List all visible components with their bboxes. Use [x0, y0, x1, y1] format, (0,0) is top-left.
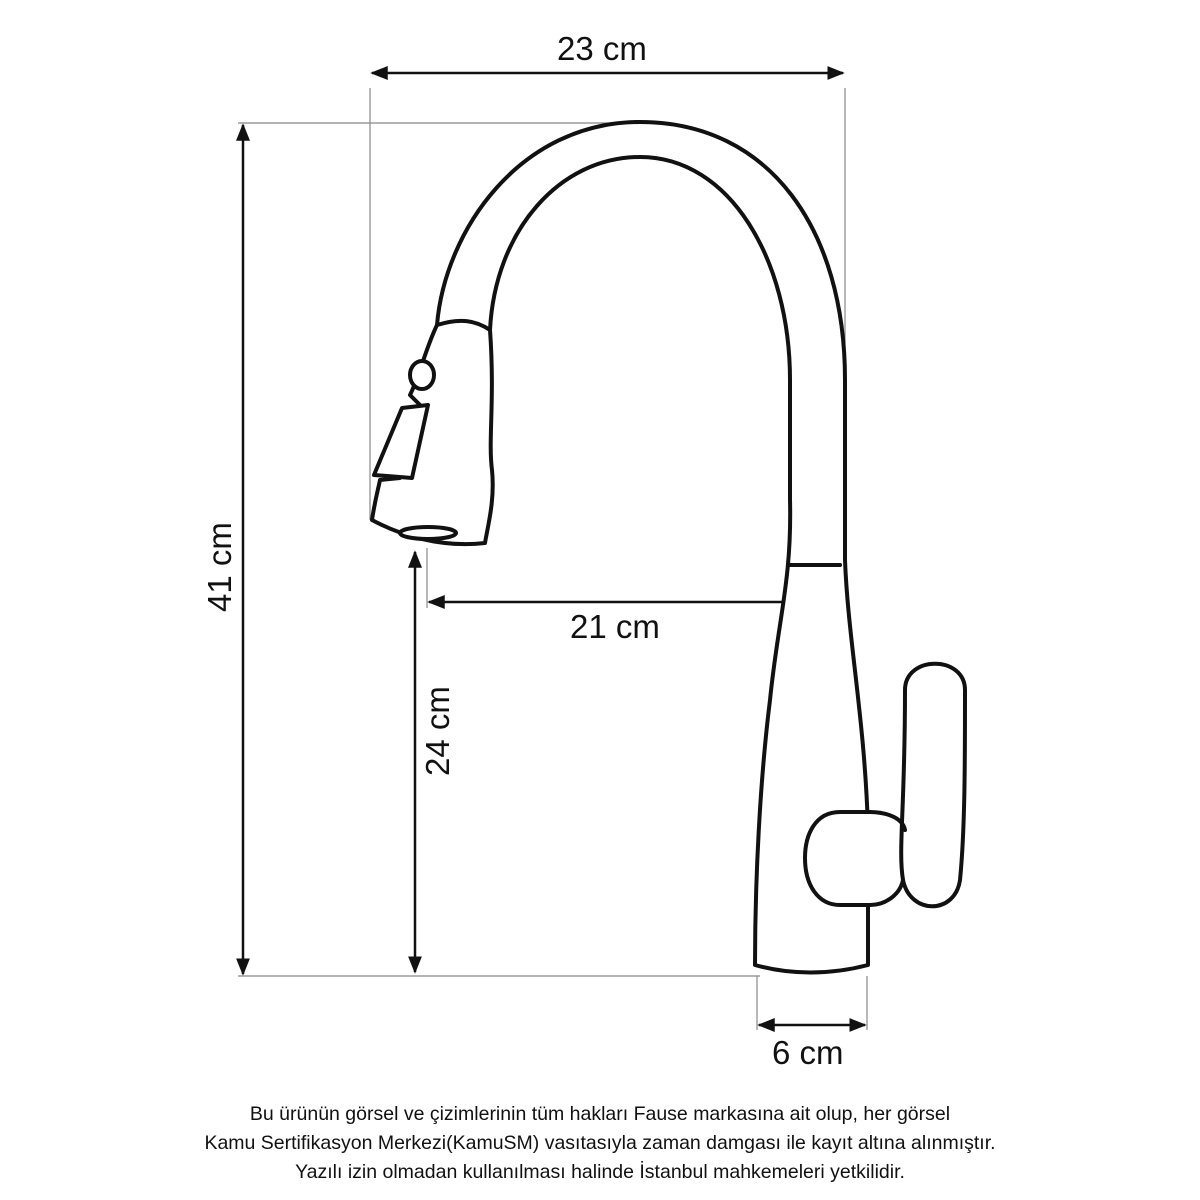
notice-line: Kamu Sertifikasyon Merkezi(KamuSM) vasıt… [204, 1132, 996, 1154]
handle-lever [899, 661, 967, 909]
notice-line: Bu ürünün görsel ve çizimlerinin tüm hak… [249, 1103, 951, 1125]
spray-outlet [398, 525, 458, 541]
width-label: 23 cm [557, 30, 647, 67]
spout-height-label: 24 cm [418, 686, 456, 776]
faucet-outline [370, 120, 967, 975]
handle-cylinder [803, 810, 872, 907]
spray-lever [372, 403, 430, 480]
height-label: 41 cm [200, 522, 238, 612]
base-width-label: 6 cm [772, 1034, 844, 1071]
faucet-body [435, 120, 870, 975]
notice-line: Yazılı izin olmadan kullanılması halinde… [295, 1161, 905, 1183]
copyright-notice: Bu ürünün görsel ve çizimlerinin tüm hak… [0, 1100, 1200, 1187]
spray-button-icon [408, 359, 436, 391]
reach-label: 21 cm [570, 608, 660, 645]
